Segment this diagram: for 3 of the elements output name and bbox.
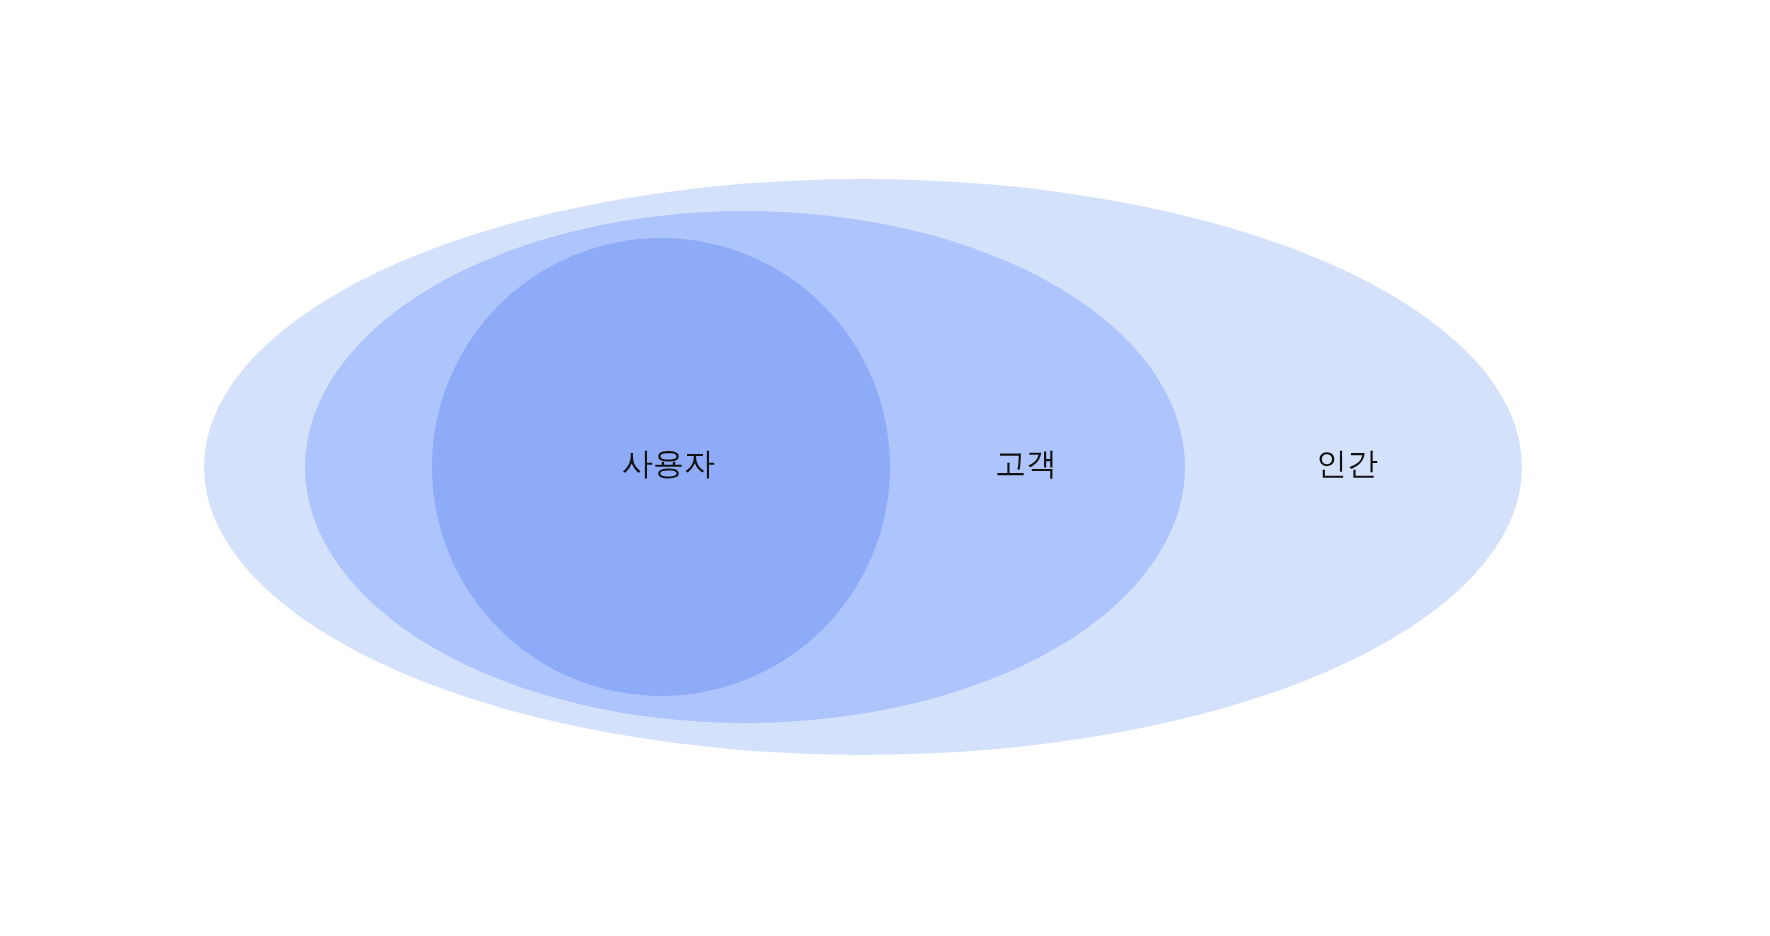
- set-label: 인간: [1316, 444, 1378, 483]
- set-label: 사용자: [621, 444, 715, 483]
- set-label: 고객: [995, 444, 1057, 483]
